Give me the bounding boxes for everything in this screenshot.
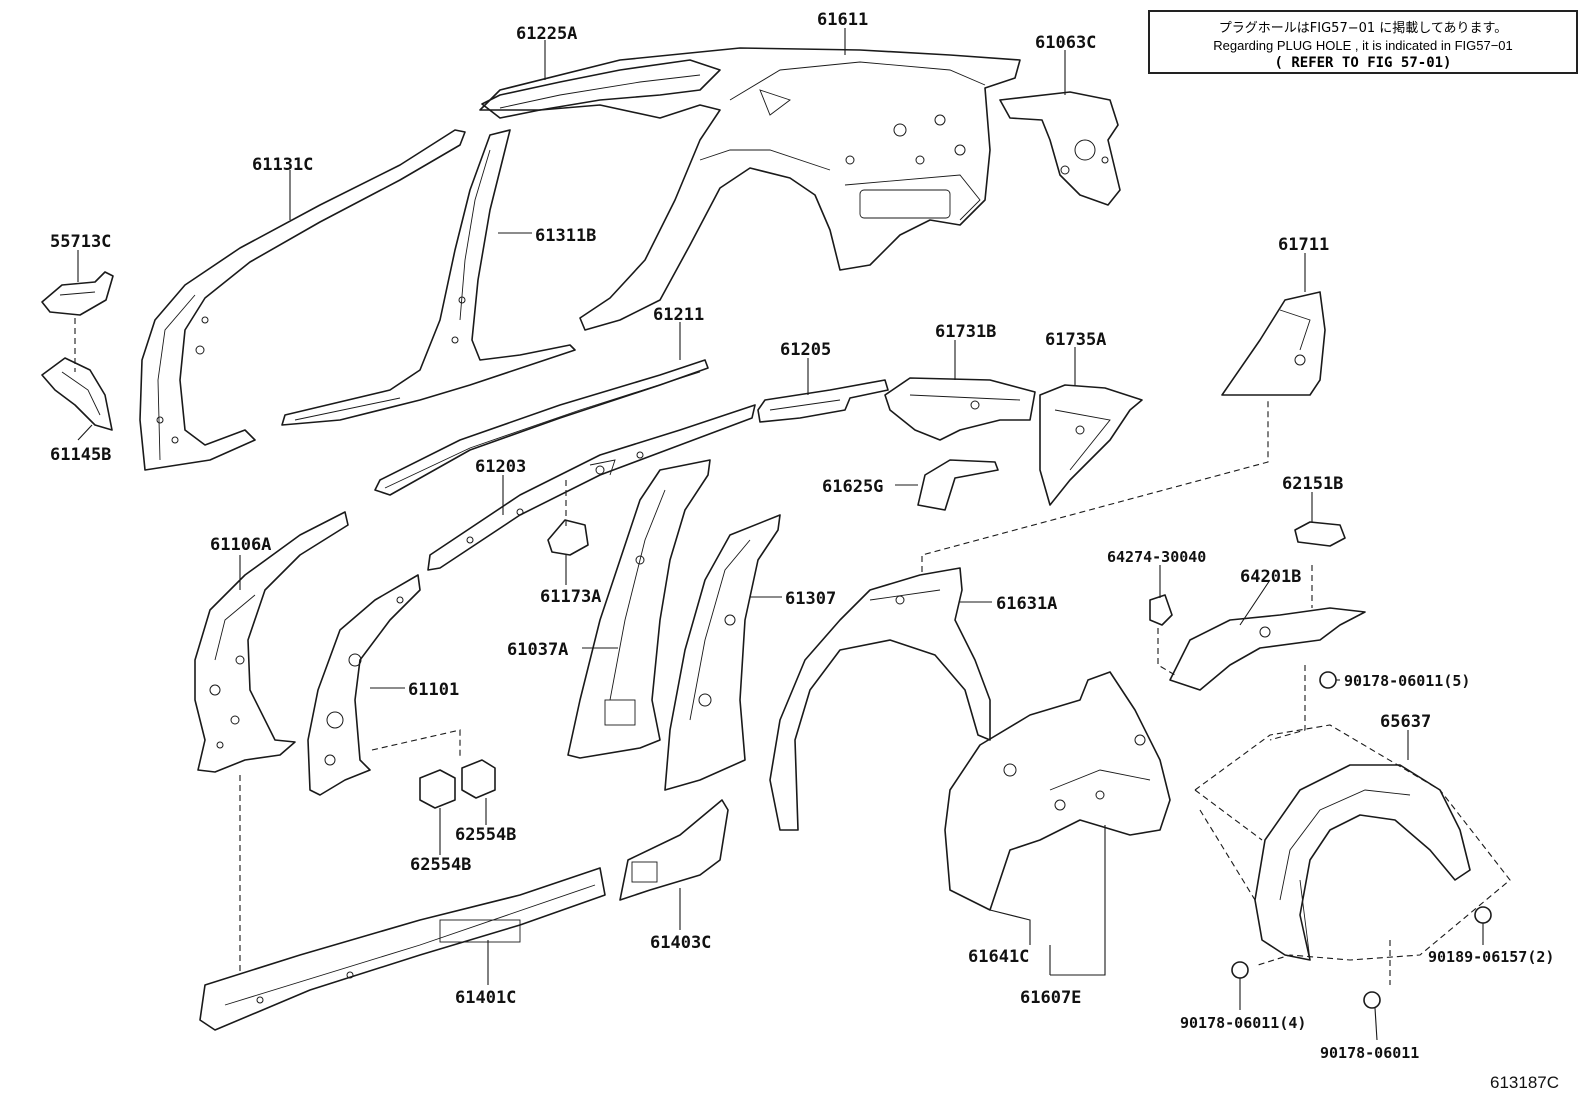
label-61131C: 61131C <box>252 155 313 175</box>
package-tray-extension-61735A <box>1039 384 1143 506</box>
quarter-panel-61611 <box>479 47 1021 331</box>
clip-90178-06011 <box>1363 991 1381 1009</box>
assembly-dashed-lines <box>74 318 1511 985</box>
label-61145B: 61145B <box>50 445 111 465</box>
gusset-61625G <box>917 459 999 511</box>
label-61735A: 61735A <box>1045 330 1106 350</box>
label-61711: 61711 <box>1278 235 1329 255</box>
part-labels: 61225A 61611 61063C 61131C 61311B 55713C… <box>50 10 1559 1092</box>
clip-90189-06157 <box>1474 906 1492 924</box>
rear-wheel-house-inner-61641C <box>944 671 1171 911</box>
label-90178-06011: 90178-06011 <box>1320 1044 1419 1062</box>
notice-reference: ( REFER TO FIG 57-01) <box>1274 55 1452 71</box>
label-61106A: 61106A <box>210 535 271 555</box>
roof-side-inner-61203 <box>427 404 756 571</box>
pad-62151B <box>1294 521 1346 547</box>
label-62554B-right: 62554B <box>455 825 516 845</box>
plug-hole-notice: プラグホールはFIG57−01 に掲載してあります。 Regarding PLU… <box>1148 10 1578 74</box>
label-64201B: 64201B <box>1240 567 1301 587</box>
label-62554B-left: 62554B <box>410 855 471 875</box>
roof-side-inner-rear-61205 <box>757 379 889 423</box>
back-panel-bracket-64201B <box>1169 607 1366 691</box>
label-61173A: 61173A <box>540 587 601 607</box>
rocker-outer-61401C <box>199 867 606 1031</box>
quarter-wheel-house-outer-61631A <box>769 567 991 831</box>
bracket-61173A <box>547 519 589 556</box>
label-61211: 61211 <box>653 305 704 325</box>
label-61403C: 61403C <box>650 933 711 953</box>
center-pillar-outer-61311B <box>281 129 576 426</box>
pad-62554B-right <box>461 759 496 799</box>
fender-liner-65637 <box>1254 764 1471 961</box>
clip-90178-06011-5 <box>1319 671 1337 689</box>
label-65637: 65637 <box>1380 712 1431 732</box>
label-61641C: 61641C <box>968 947 1029 967</box>
label-61205: 61205 <box>780 340 831 360</box>
pad-62554B-left <box>419 769 456 809</box>
rocker-reinforcement-61211 <box>374 359 709 496</box>
roof-rail-outer-61131C <box>139 129 466 471</box>
label-61225A: 61225A <box>516 24 577 44</box>
label-61063C: 61063C <box>1035 33 1096 53</box>
center-pillar-reinforcement-61307 <box>664 514 781 791</box>
label-61101: 61101 <box>408 680 459 700</box>
label-61311B: 61311B <box>535 226 596 246</box>
center-pillar-inner-61037A <box>567 459 711 759</box>
label-64274-30040: 64274-30040 <box>1107 548 1206 566</box>
cowl-bracket-55713C <box>41 271 114 316</box>
label-61307: 61307 <box>785 589 836 609</box>
label-61203: 61203 <box>475 457 526 477</box>
quarter-inner-panel-61711 <box>1221 291 1326 396</box>
leader-lines <box>77 28 1484 1041</box>
label-61731B: 61731B <box>935 322 996 342</box>
label-61607E: 61607E <box>1020 988 1081 1008</box>
package-tray-side-61731B <box>884 377 1036 441</box>
label-61401C: 61401C <box>455 988 516 1008</box>
label-61037A: 61037A <box>507 640 568 660</box>
roof-side-rail-61225A <box>481 59 721 119</box>
rocker-extension-61403C <box>619 799 729 901</box>
notice-line-japanese: プラグホールはFIG57−01 に掲載してあります。 <box>1218 21 1508 36</box>
label-90178-06011-4: 90178-06011(4) <box>1180 1014 1306 1032</box>
label-61631A: 61631A <box>996 594 1057 614</box>
label-61611: 61611 <box>817 10 868 30</box>
front-pillar-inner-61106A <box>194 511 349 773</box>
figure-id: 613187C <box>1490 1073 1559 1092</box>
label-90178-06011-5: 90178-06011(5) <box>1344 672 1470 690</box>
label-55713C: 55713C <box>50 232 111 252</box>
clip-90178-06011-4 <box>1231 961 1249 979</box>
notice-line-english: Regarding PLUG HOLE , it is indicated in… <box>1213 38 1513 53</box>
label-62151B: 62151B <box>1282 474 1343 494</box>
front-pillar-lower-61101 <box>307 574 421 796</box>
cowl-side-61145B <box>41 357 113 431</box>
pad-64274-30040 <box>1149 594 1173 626</box>
label-90189-06157-2: 90189-06157(2) <box>1428 948 1554 966</box>
wheel-house-extension-61063C <box>999 91 1121 206</box>
label-61625G: 61625G <box>822 477 883 497</box>
